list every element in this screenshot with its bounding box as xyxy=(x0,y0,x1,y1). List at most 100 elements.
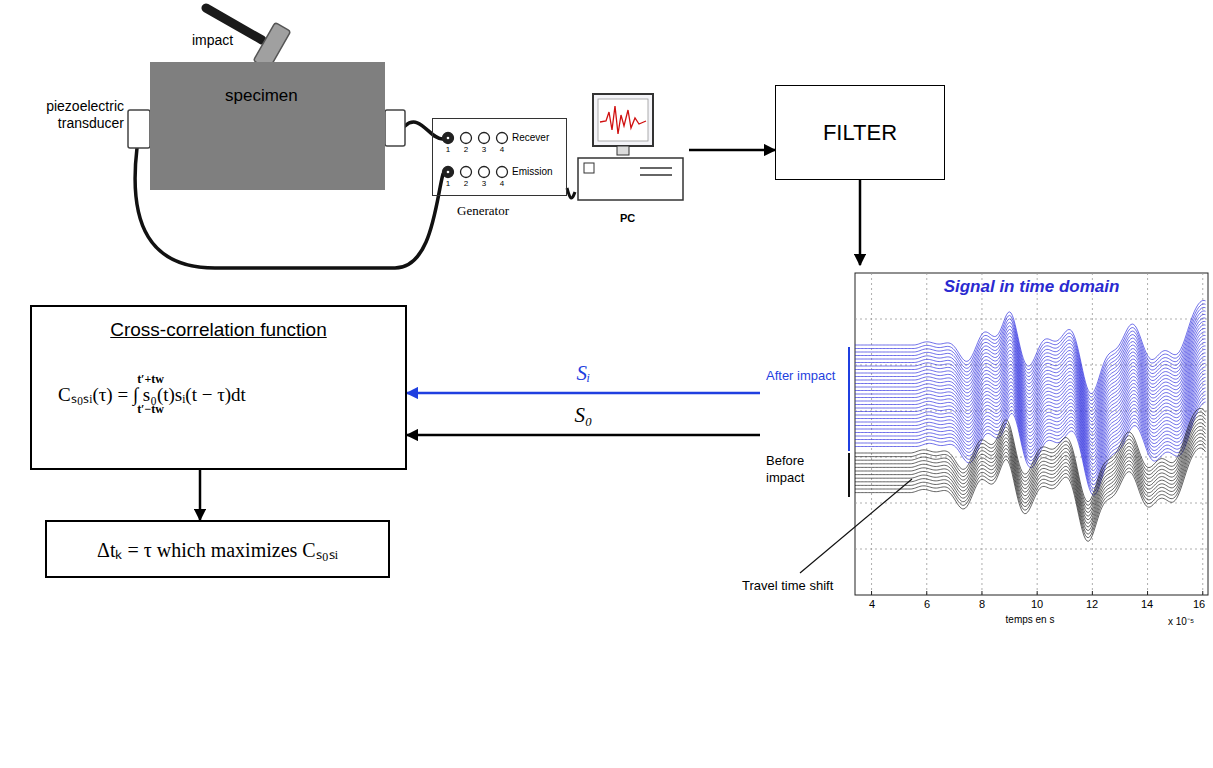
computer-icon xyxy=(584,163,594,173)
signal-name: S₀ xyxy=(572,403,596,428)
group-label: After impact xyxy=(766,368,835,383)
process-label: FILTER xyxy=(823,120,897,146)
computer-icon xyxy=(598,99,648,141)
waveform-trace xyxy=(855,416,1206,509)
axis-tick xyxy=(1147,591,1148,595)
waveform-trace xyxy=(855,426,1206,519)
computer: PC xyxy=(575,90,687,230)
computer-icon xyxy=(593,94,653,146)
signal-chart: Signal in time domain xyxy=(760,265,1210,605)
result-box: Δtₖ = τ which maximizes Cₛ₀ₛᵢ xyxy=(45,520,390,578)
port-number: 2 xyxy=(464,145,468,154)
axis-tick-label: 14 xyxy=(1141,598,1153,610)
specimen-label: specimen xyxy=(225,86,298,106)
piezoelectric-transducer xyxy=(128,110,150,148)
hammer-label: impact xyxy=(192,32,233,48)
connector-socket xyxy=(446,136,450,140)
connector-socket xyxy=(479,167,490,178)
leader-line xyxy=(800,479,912,573)
waveform-trace xyxy=(855,437,1206,530)
axis-tick-label: 4 xyxy=(869,598,875,610)
group-bracket xyxy=(848,453,850,497)
group-label: Before impact xyxy=(766,452,826,486)
port-number: 2 xyxy=(464,179,468,188)
annotation: Travel time shift xyxy=(742,578,833,593)
box-heading: Cross-correlation function xyxy=(44,319,393,341)
axis-tick xyxy=(926,591,927,595)
waveform-trace xyxy=(855,430,1206,523)
connector-socket xyxy=(497,167,508,178)
piezoelectric-transducer xyxy=(385,110,405,146)
waveform-trace xyxy=(855,398,1206,491)
port-number: 3 xyxy=(482,179,486,188)
connector-socket xyxy=(443,167,454,178)
waveform-trace xyxy=(855,419,1206,512)
waveform-trace xyxy=(855,448,1206,541)
axis-tick-label: 8 xyxy=(979,598,985,610)
waveform-trace xyxy=(855,444,1206,537)
filter-box: FILTER xyxy=(775,85,945,180)
result-formula: Δtₖ = τ which maximizes Cₛ₀ₛᵢ xyxy=(97,536,338,563)
axis-tick-label: 12 xyxy=(1086,598,1098,610)
connector-socket xyxy=(479,133,490,144)
axis-tick xyxy=(1202,591,1203,595)
port-number: 3 xyxy=(482,145,486,154)
device-name: Generator xyxy=(457,203,509,219)
waveform-trace xyxy=(855,395,1206,488)
computer-icon xyxy=(640,174,672,176)
port-number: 4 xyxy=(500,145,504,154)
formula: Cₛ₀ₛᵢ(τ) = ∫ s₀(t)sᵢ(t − τ)dt xyxy=(44,381,393,407)
axis-tick-label: 6 xyxy=(924,598,930,610)
flow-arrow xyxy=(689,149,775,152)
waveform-trace xyxy=(855,423,1206,516)
flow-arrow xyxy=(407,434,760,437)
wire xyxy=(405,122,443,139)
port-label: Emission xyxy=(512,166,553,177)
part-label: piezoelectric transducer xyxy=(2,98,124,132)
connector-socket xyxy=(443,133,454,144)
axis-tick-label: 16 xyxy=(1193,598,1205,610)
grid-line xyxy=(871,273,872,595)
waveform-trace xyxy=(855,300,1206,541)
flow-arrow xyxy=(859,180,862,265)
port-number: 1 xyxy=(446,179,450,188)
signal-generator: ReceverEmissionGenerator xyxy=(432,118,567,196)
axis-tick xyxy=(1037,591,1038,595)
waveform-trace xyxy=(855,370,1206,463)
axis-tick-label: 10 xyxy=(1031,598,1043,610)
connector-socket xyxy=(446,170,450,174)
grid-line xyxy=(1092,273,1093,595)
connector-socket xyxy=(443,133,508,178)
waveform-trace xyxy=(855,434,1206,527)
plot-frame xyxy=(855,273,1208,595)
specimen-block: specimen xyxy=(150,62,385,190)
cable xyxy=(567,188,575,198)
integral-bound: t′−tw xyxy=(137,402,164,417)
connector-socket xyxy=(461,167,472,178)
flow-arrow xyxy=(407,392,760,395)
computer-icon xyxy=(578,94,683,200)
waveform-trace xyxy=(855,408,1206,501)
waveform-trace xyxy=(855,441,1206,534)
chart-title: Signal in time domain xyxy=(855,277,1208,297)
axis-tick xyxy=(1092,591,1093,595)
port-number: 1 xyxy=(446,145,450,154)
flow-arrow xyxy=(199,470,202,520)
signal-plot xyxy=(760,265,1210,605)
grid-line xyxy=(855,273,1208,595)
computer-icon xyxy=(600,106,646,134)
group-bracket xyxy=(848,347,850,451)
connector-socket xyxy=(497,133,508,144)
waveform-trace xyxy=(855,412,1206,505)
axis-tick xyxy=(871,591,872,595)
computer-icon xyxy=(617,146,629,155)
device-name: PC xyxy=(620,212,635,224)
computer-icon xyxy=(578,158,683,200)
port-number: 4 xyxy=(500,179,504,188)
port-label: Recever xyxy=(512,132,549,143)
axis-tick xyxy=(981,591,982,595)
grid-line xyxy=(855,549,1208,550)
computer-icon xyxy=(640,167,672,169)
axis-title: temps en s xyxy=(1006,614,1055,625)
waveform-trace xyxy=(855,402,1206,495)
